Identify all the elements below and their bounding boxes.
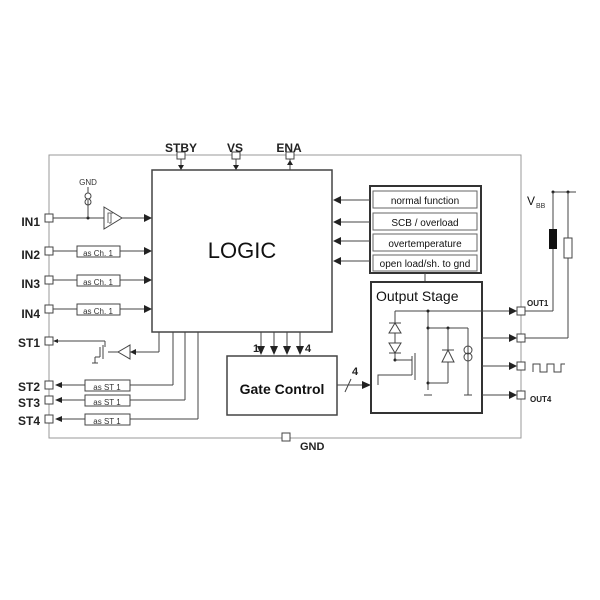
svg-text:OUT1: OUT1 <box>527 299 549 308</box>
logic-block <box>151 169 333 333</box>
input-channel-3: IN3 as Ch. 1 <box>21 274 152 291</box>
svg-text:GND: GND <box>300 441 325 453</box>
svg-text:STBY: STBY <box>165 141 197 155</box>
svg-text:VS: VS <box>227 141 243 155</box>
resistive-load-icon <box>563 237 573 259</box>
svg-text:BB: BB <box>536 203 546 210</box>
svg-text:ST4: ST4 <box>18 414 40 428</box>
svg-text:as ST 1: as ST 1 <box>93 383 121 392</box>
status-flags: normal function SCB / overload overtempe… <box>333 185 482 282</box>
status-channel-4: ST4 as ST 1 <box>18 332 199 428</box>
pin-vs: VS <box>227 141 243 170</box>
status-channel-1: ST1 <box>18 332 160 364</box>
inductive-load-icon <box>549 229 557 249</box>
status-channel-2: ST2 as ST 1 <box>18 332 174 394</box>
svg-text:GND: GND <box>79 178 97 187</box>
svg-text:normal function: normal function <box>391 196 459 207</box>
svg-text:4: 4 <box>352 366 359 378</box>
svg-text:ENA: ENA <box>276 141 302 155</box>
svg-text:as Ch. 1: as Ch. 1 <box>83 249 113 258</box>
svg-text:Output Stage: Output Stage <box>376 288 459 304</box>
svg-text:IN1: IN1 <box>21 215 40 229</box>
status-channel-3: ST3 as ST 1 <box>18 332 186 410</box>
pin-gnd: GND <box>281 432 325 453</box>
svg-text:as Ch. 1: as Ch. 1 <box>83 278 113 287</box>
svg-text:open load/sh. to gnd: open load/sh. to gnd <box>380 259 471 270</box>
input-channel-2: IN2 as Ch. 1 <box>21 245 152 262</box>
svg-text:SCB / overload: SCB / overload <box>391 218 458 229</box>
svg-text:as ST 1: as ST 1 <box>93 417 121 426</box>
svg-text:IN2: IN2 <box>21 248 40 262</box>
svg-text:V: V <box>527 194 535 208</box>
svg-text:OUT4: OUT4 <box>530 395 552 404</box>
input-channel-1: IN1 GND <box>21 178 152 230</box>
pin-stby: STBY <box>165 141 197 170</box>
svg-text:overtemperature: overtemperature <box>388 239 462 250</box>
logic-label: LOGIC <box>208 238 277 263</box>
svg-text:4: 4 <box>305 343 312 355</box>
pin-ena: ENA <box>276 141 302 170</box>
gate-control: Gate Control 1 4 4 <box>226 332 371 416</box>
svg-text:1: 1 <box>253 343 259 355</box>
svg-text:as Ch. 1: as Ch. 1 <box>83 307 113 316</box>
svg-text:IN3: IN3 <box>21 277 40 291</box>
schmitt-trigger-icon <box>103 206 123 230</box>
svg-text:ST2: ST2 <box>18 380 40 394</box>
output-stage: Output Stage <box>370 281 521 414</box>
svg-text:Gate Control: Gate Control <box>240 381 325 397</box>
svg-text:ST3: ST3 <box>18 396 40 410</box>
pwm-waveform-icon <box>532 363 565 373</box>
svg-text:ST1: ST1 <box>18 336 40 350</box>
svg-text:IN4: IN4 <box>21 307 40 321</box>
input-channel-4: IN4 as Ch. 1 <box>21 303 152 321</box>
output-pins: OUT1 OUT4 V BB <box>516 190 576 404</box>
svg-text:as ST 1: as ST 1 <box>93 398 121 407</box>
